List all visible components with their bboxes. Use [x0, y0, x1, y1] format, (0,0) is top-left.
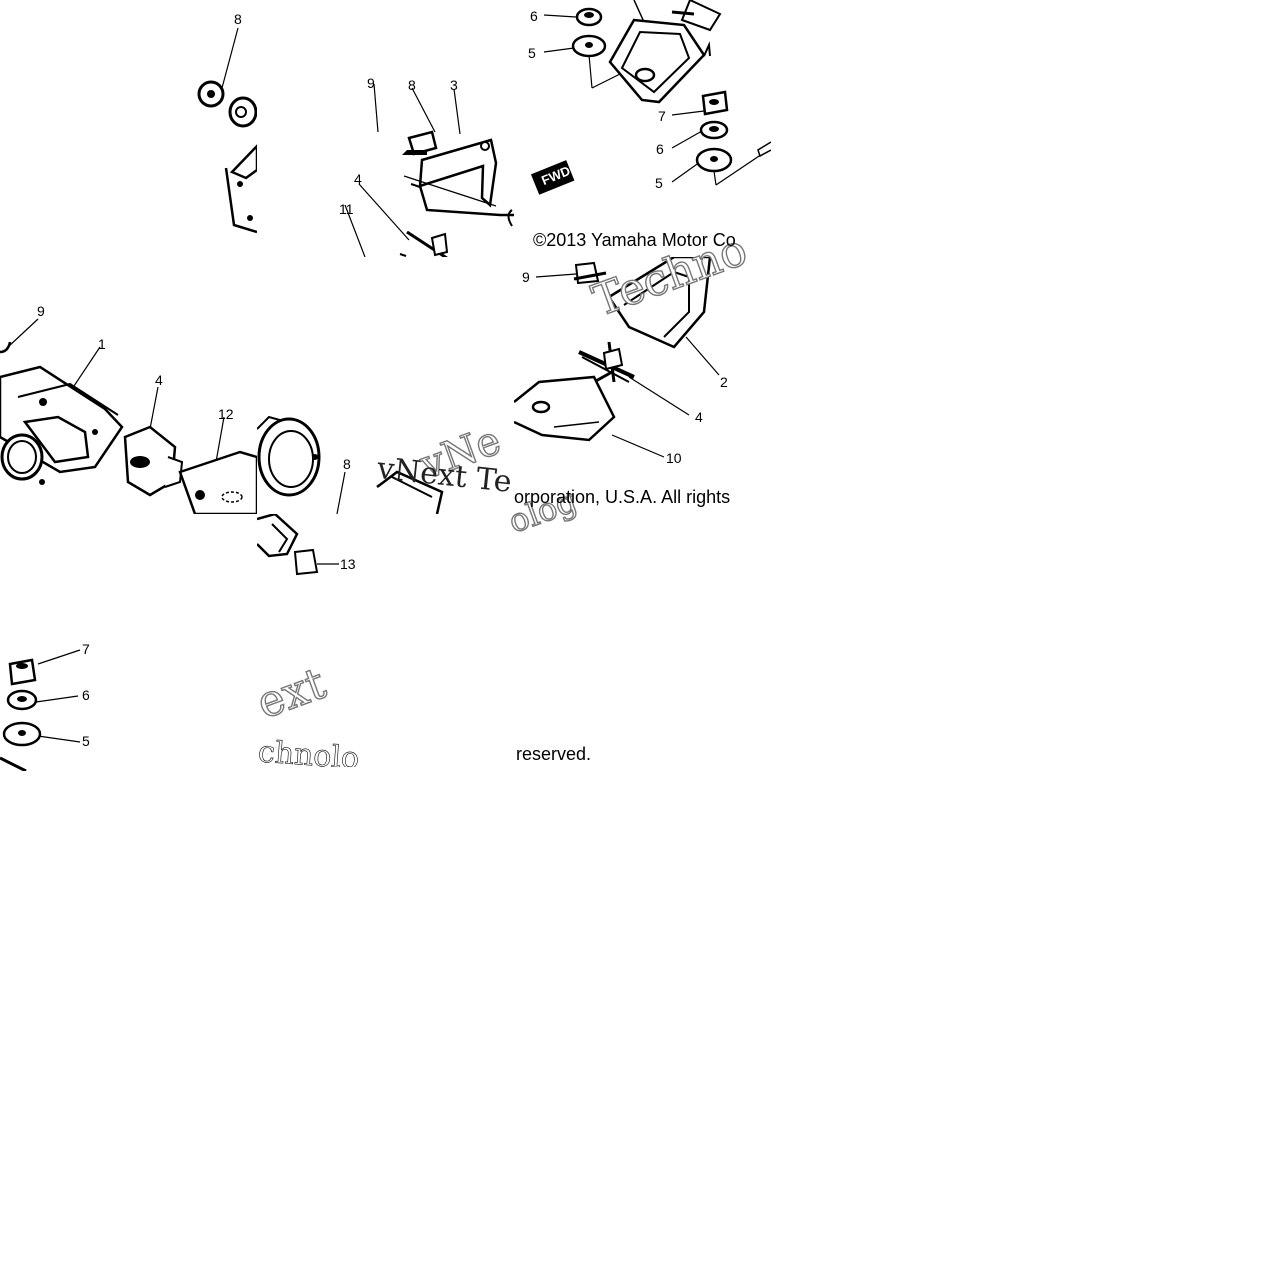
callout-6: 6 — [656, 141, 664, 157]
callout-2: 2 — [720, 374, 728, 390]
diagram-tile-bracket-3: 9 8 3 4 11 — [257, 0, 514, 257]
diagram-tile-nut-washer: 8 — [0, 0, 257, 257]
callout-5: 5 — [82, 733, 90, 749]
crop-edge — [257, 767, 367, 770]
diagram-tile-mount-hardware: 6 5 7 6 5 FWD — [514, 0, 771, 257]
callout-5: 5 — [528, 45, 536, 61]
callout-6: 6 — [530, 8, 538, 24]
callout-11: 11 — [339, 201, 354, 217]
callout-4: 4 — [354, 171, 362, 187]
nut-washer-drawing — [197, 27, 257, 234]
callout-7: 7 — [658, 108, 666, 124]
callout-3: 3 — [450, 77, 458, 93]
callout-13: 13 — [340, 556, 356, 572]
bracket-1-drawing — [0, 318, 257, 514]
callout-12: 12 — [218, 406, 234, 422]
callout-10: 10 — [666, 450, 682, 466]
watermark-ext: ext — [250, 657, 333, 730]
callout-5: 5 — [655, 175, 663, 191]
callout-4: 4 — [155, 372, 163, 388]
diagram-tile-nut-washers: 7 6 5 — [0, 514, 257, 771]
copyright-line-3: reserved. — [516, 744, 592, 764]
callout-8: 8 — [234, 11, 242, 27]
fwd-arrow-icon — [530, 160, 575, 195]
mount-2-drawing — [514, 257, 720, 458]
diagram-tile-mount-2: 9 2 4 10 — [514, 257, 771, 514]
watermark-chnolo: chnolo — [256, 734, 361, 777]
diagram-tile-bracket-1: 9 1 4 12 — [0, 257, 257, 514]
callout-8: 8 — [408, 77, 416, 93]
copyright-line-1: ©2013 Yamaha Motor Co — [533, 230, 736, 250]
callout-6: 6 — [82, 687, 90, 703]
callout-8: 8 — [343, 456, 351, 472]
callout-4: 4 — [695, 409, 703, 425]
callout-1: 1 — [98, 336, 106, 352]
callout-9: 9 — [367, 75, 375, 91]
bracket-3-drawing — [344, 83, 514, 257]
mount-hardware-drawing — [530, 0, 771, 195]
copyright-line-2: orporation, U.S.A. All rights — [514, 487, 731, 507]
ring-13-drawing — [257, 415, 444, 514]
diagram-tile-ring-13: 8 — [257, 257, 514, 514]
callout-7: 7 — [82, 641, 90, 657]
callout-9: 9 — [37, 303, 45, 319]
callout-9: 9 — [522, 269, 530, 285]
block-13-drawing — [256, 512, 367, 584]
nut-washers-drawing — [0, 649, 81, 771]
